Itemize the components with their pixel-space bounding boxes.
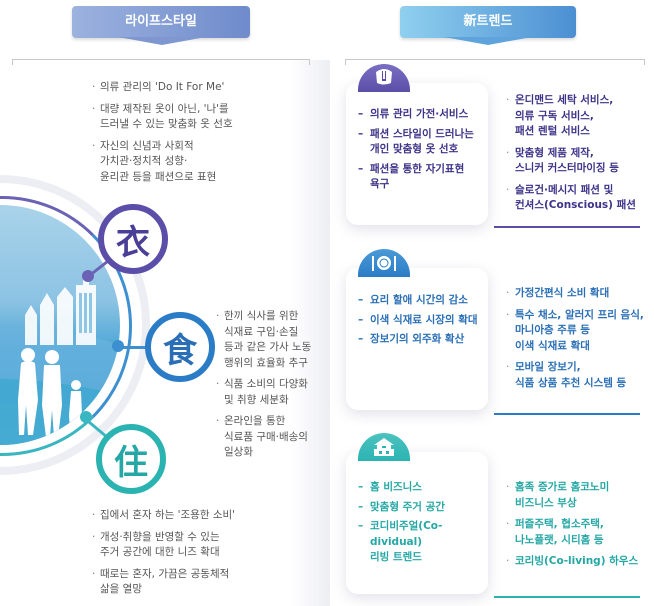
list-item: –의류 관리 가전·서비스	[358, 108, 469, 120]
lifestyle-header-arrow	[118, 37, 206, 45]
list-item: ·코리빙(Co-living) 하우스	[506, 555, 639, 567]
clothing-trend-list: –의류 관리 가전·서비스 –패션 스타일이 드러나는 개인 맞춤형 옷 선호 …	[358, 107, 493, 197]
list-item: ·모바일 장보기, 식품 상품 추천 시스템 등	[506, 361, 627, 389]
lifestyle-bracket	[12, 59, 310, 65]
food-card-tab	[358, 249, 410, 277]
housing-services-list: ·홈족 증가로 홈코노미 비즈니스 부상 ·퍼즐주택, 협소주택, 나노플랫, …	[506, 480, 651, 576]
clothing-services-list: ·온디맨드 세탁 서비스, 의류 구독 서비스, 패션 렌털 서비스 ·맞춤형 …	[506, 93, 651, 220]
list-item: –장보기의 외주화 확산	[358, 333, 465, 345]
housing-trend-list: –홈 비즈니스 –맞춤형 주거 공간 –코디비주얼(Co-dividual) 리…	[358, 480, 493, 570]
list-item: ·온디맨드 세탁 서비스, 의류 구독 서비스, 패션 렌털 서비스	[506, 94, 614, 137]
list-item: ·개성·취향을 반영할 수 있는 주거 공간에 대한 니즈 확대	[92, 530, 220, 559]
lifestyle-header: 라이프스타일	[72, 6, 250, 38]
clothing-hanja-badge: 衣	[98, 204, 168, 274]
list-item: –패션을 통한 자기표현 욕구	[358, 162, 465, 191]
housing-trend-card	[346, 452, 488, 594]
list-item: ·의류 관리의 'Do It For Me'	[92, 81, 225, 93]
new-trend-header-arrow	[444, 37, 532, 45]
list-item: ·대량 제작된 옷이 아닌, '나'를 드러낼 수 있는 맞춤화 옷 선호	[92, 102, 233, 131]
list-item: ·특수 채소, 알러지 프리 음식, 마니아층 주류 등 이색 식재료 확대	[506, 308, 644, 352]
housing-node	[80, 411, 92, 423]
list-item: ·홈족 증가로 홈코노미 비즈니스 부상	[506, 481, 610, 509]
list-item: –패션 스타일이 드러나는 개인 맞춤형 옷 선호	[358, 127, 474, 156]
new-trend-bracket	[345, 59, 645, 65]
food-divider	[494, 413, 640, 415]
list-item: ·집에서 혼자 하는 '조용한 소비'	[92, 509, 236, 521]
list-item: ·퍼즐주택, 협소주택, 나노플랫, 시티홈 등	[506, 518, 604, 546]
list-item: ·온라인을 통한 식료품 구매·배송의 일상화	[216, 415, 308, 458]
list-item: ·자신의 신념과 사회적 가치관·정치적 성향· 윤리관 등을 패션으로 표현	[92, 139, 217, 183]
new-trend-header: 新트렌드	[400, 6, 576, 38]
list-item: –이색 식재료 시장의 확대	[358, 313, 478, 326]
list-item: ·가정간편식 소비 확대	[506, 287, 610, 299]
dining-icon	[372, 256, 396, 271]
food-lifestyle-list: ·한끼 식사를 위한 식재료 구입·손질 등과 같은 가사 노동 행위의 효율화…	[216, 309, 326, 467]
housing-card-tab	[358, 433, 410, 461]
house-icon	[374, 438, 394, 456]
food-services-list: ·가정간편식 소비 확대 ·특수 채소, 알러지 프리 음식, 마니아층 주류 …	[506, 286, 651, 397]
clothing-trend-card	[346, 83, 488, 225]
list-item: –요리 할애 시간의 감소	[358, 294, 468, 306]
food-hanja-badge: 食	[145, 312, 215, 382]
food-trend-card	[346, 268, 488, 410]
housing-lifestyle-list: ·집에서 혼자 하는 '조용한 소비' ·개성·취향을 반영할 수 있는 주거 …	[92, 508, 302, 604]
food-node	[112, 340, 124, 352]
clothing-node	[82, 270, 94, 282]
list-item: ·맞춤형 제품 제작, 스니커 커스터마이징 등	[506, 146, 619, 175]
food-connector	[118, 346, 148, 349]
clothing-card-tab	[358, 64, 410, 92]
list-item: –홈 비즈니스	[358, 481, 422, 493]
clothing-lifestyle-list: ·의류 관리의 'Do It For Me' ·대량 제작된 옷이 아닌, '나…	[92, 80, 292, 191]
list-item: ·때로는 혼자, 가끔은 공동체적 삶을 열망	[92, 567, 230, 596]
list-item: ·식품 소비의 다양화 및 취향 세분화	[216, 378, 308, 406]
list-item: –코디비주얼(Co-dividual) 리빙 트렌드	[358, 520, 443, 563]
list-item: –맞춤형 주거 공간	[358, 500, 445, 513]
list-item: ·한끼 식사를 위한 식재료 구입·손질 등과 같은 가사 노동 행위의 효율화…	[216, 310, 312, 369]
clothing-divider	[494, 226, 640, 228]
food-trend-list: –요리 할애 시간의 감소 –이색 식재료 시장의 확대 –장보기의 외주화 확…	[358, 293, 493, 352]
clothing-icon	[376, 69, 392, 85]
housing-divider	[494, 596, 640, 598]
housing-hanja-badge: 住	[96, 424, 166, 494]
list-item: ·슬로건·메시지 패션 및 컨셔스(Conscious) 패션	[506, 183, 636, 212]
